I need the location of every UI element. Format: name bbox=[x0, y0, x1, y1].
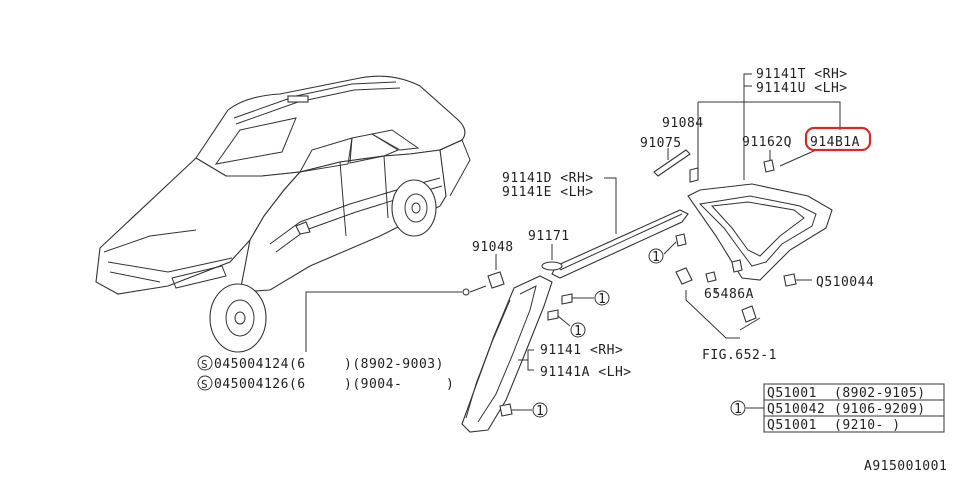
label-91171: 91171 bbox=[528, 229, 570, 244]
callout-1-a: 1 bbox=[652, 250, 660, 265]
label-914B1A: 914B1A bbox=[810, 135, 860, 150]
callout-markers: 1 1 1 1 1 bbox=[532, 248, 746, 419]
car-illustration bbox=[95, 75, 471, 353]
screw-row-1: S 045004124(6 )(8902-9003) bbox=[197, 355, 444, 372]
table-row-3-range: (9210- ) bbox=[834, 418, 901, 433]
label-Q510044: Q510044 bbox=[816, 275, 874, 290]
clip-91048 bbox=[462, 271, 505, 296]
callout-1-d: 1 bbox=[536, 404, 544, 419]
screw-2-number: 045004126(6 bbox=[214, 377, 306, 392]
part-range-table: Q51001 (8902-9105) Q510042 (9106-9209) Q… bbox=[763, 383, 945, 433]
pillar-trim bbox=[461, 275, 553, 433]
part-91171-shape bbox=[541, 261, 563, 271]
screw-symbol-1: S bbox=[201, 358, 208, 371]
label-91141D: 91141D <RH> bbox=[502, 171, 594, 186]
screw-2-range: )(9004- bbox=[344, 377, 402, 392]
screw-2-end: ) bbox=[446, 377, 454, 392]
table-row-1-range: (8902-9105) bbox=[834, 386, 926, 401]
label-fig-652-1: FIG.652-1 bbox=[702, 348, 777, 363]
table-row-3-part: Q51001 bbox=[767, 418, 817, 433]
diagram-id: A915001001 bbox=[864, 459, 947, 474]
screw-symbol-2: S bbox=[201, 378, 208, 391]
label-91141E: 91141E <LH> bbox=[502, 185, 594, 200]
screw-1-number: 045004124(6 bbox=[214, 357, 306, 372]
label-91141T: 91141T <RH> bbox=[756, 67, 848, 82]
callout-1-table: 1 bbox=[734, 402, 742, 417]
screw-1-range: )(8902-9003) bbox=[344, 357, 444, 372]
callout-1-c: 1 bbox=[574, 324, 582, 339]
table-row-2-part: Q510042 bbox=[767, 402, 825, 417]
table-row-1-part: Q51001 bbox=[767, 386, 817, 401]
table-row-2-range: (9106-9209) bbox=[834, 402, 926, 417]
label-65486A: 65486A bbox=[704, 287, 754, 302]
highlight-914B1A bbox=[804, 126, 872, 152]
screw-row-2: S 045004126(6 )(9004- ) bbox=[197, 375, 454, 392]
label-91162Q: 91162Q bbox=[742, 135, 792, 150]
quarter-window-molding bbox=[687, 183, 833, 281]
label-91141U: 91141U <LH> bbox=[756, 81, 848, 96]
label-91075: 91075 bbox=[640, 136, 682, 151]
label-91141A: 91141A <LH> bbox=[540, 365, 632, 380]
callout-1-b: 1 bbox=[598, 292, 606, 307]
strip-91075 bbox=[653, 149, 691, 177]
label-91141: 91141 <RH> bbox=[540, 343, 623, 358]
label-91084: 91084 bbox=[662, 116, 704, 131]
fasteners bbox=[499, 159, 797, 417]
belt-molding bbox=[551, 209, 689, 279]
leader-lines bbox=[305, 73, 841, 411]
label-91048: 91048 bbox=[472, 240, 514, 255]
